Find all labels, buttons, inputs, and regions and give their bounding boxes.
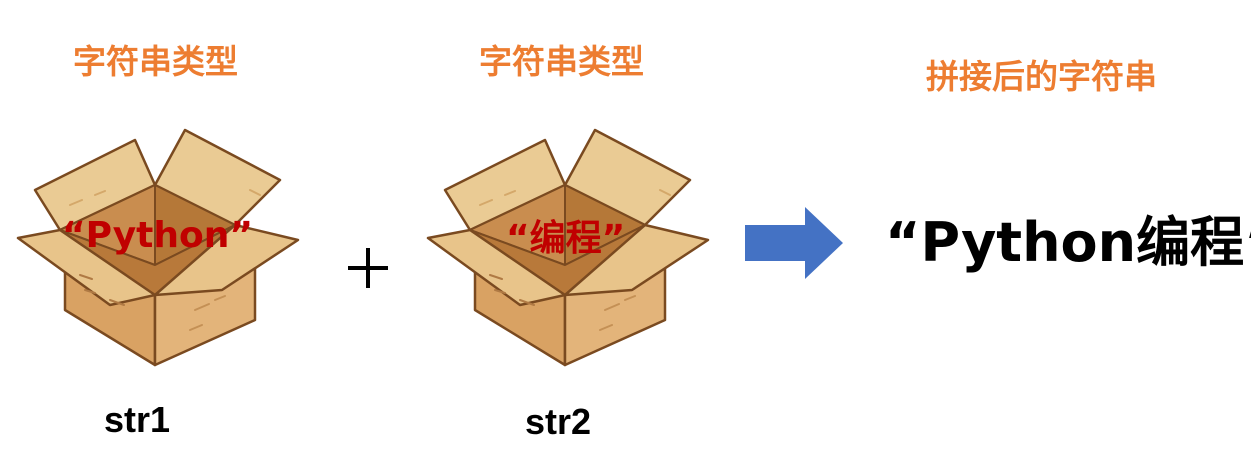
box-icon-svg	[0, 0, 320, 380]
middle-var-name: str2	[525, 404, 591, 440]
middle-box-content: “编程”	[506, 221, 625, 257]
box-icon	[0, 0, 320, 380]
plus-icon	[346, 248, 390, 292]
left-var-name: str1	[104, 402, 170, 438]
box-icon	[410, 0, 730, 380]
left-box-content: “Python”	[62, 218, 253, 254]
concatenated-result: “Python编程”	[885, 216, 1251, 270]
box-icon-svg	[410, 0, 730, 380]
right-type-label: 拼接后的字符串	[926, 60, 1157, 93]
arrow-right-icon	[745, 207, 845, 283]
